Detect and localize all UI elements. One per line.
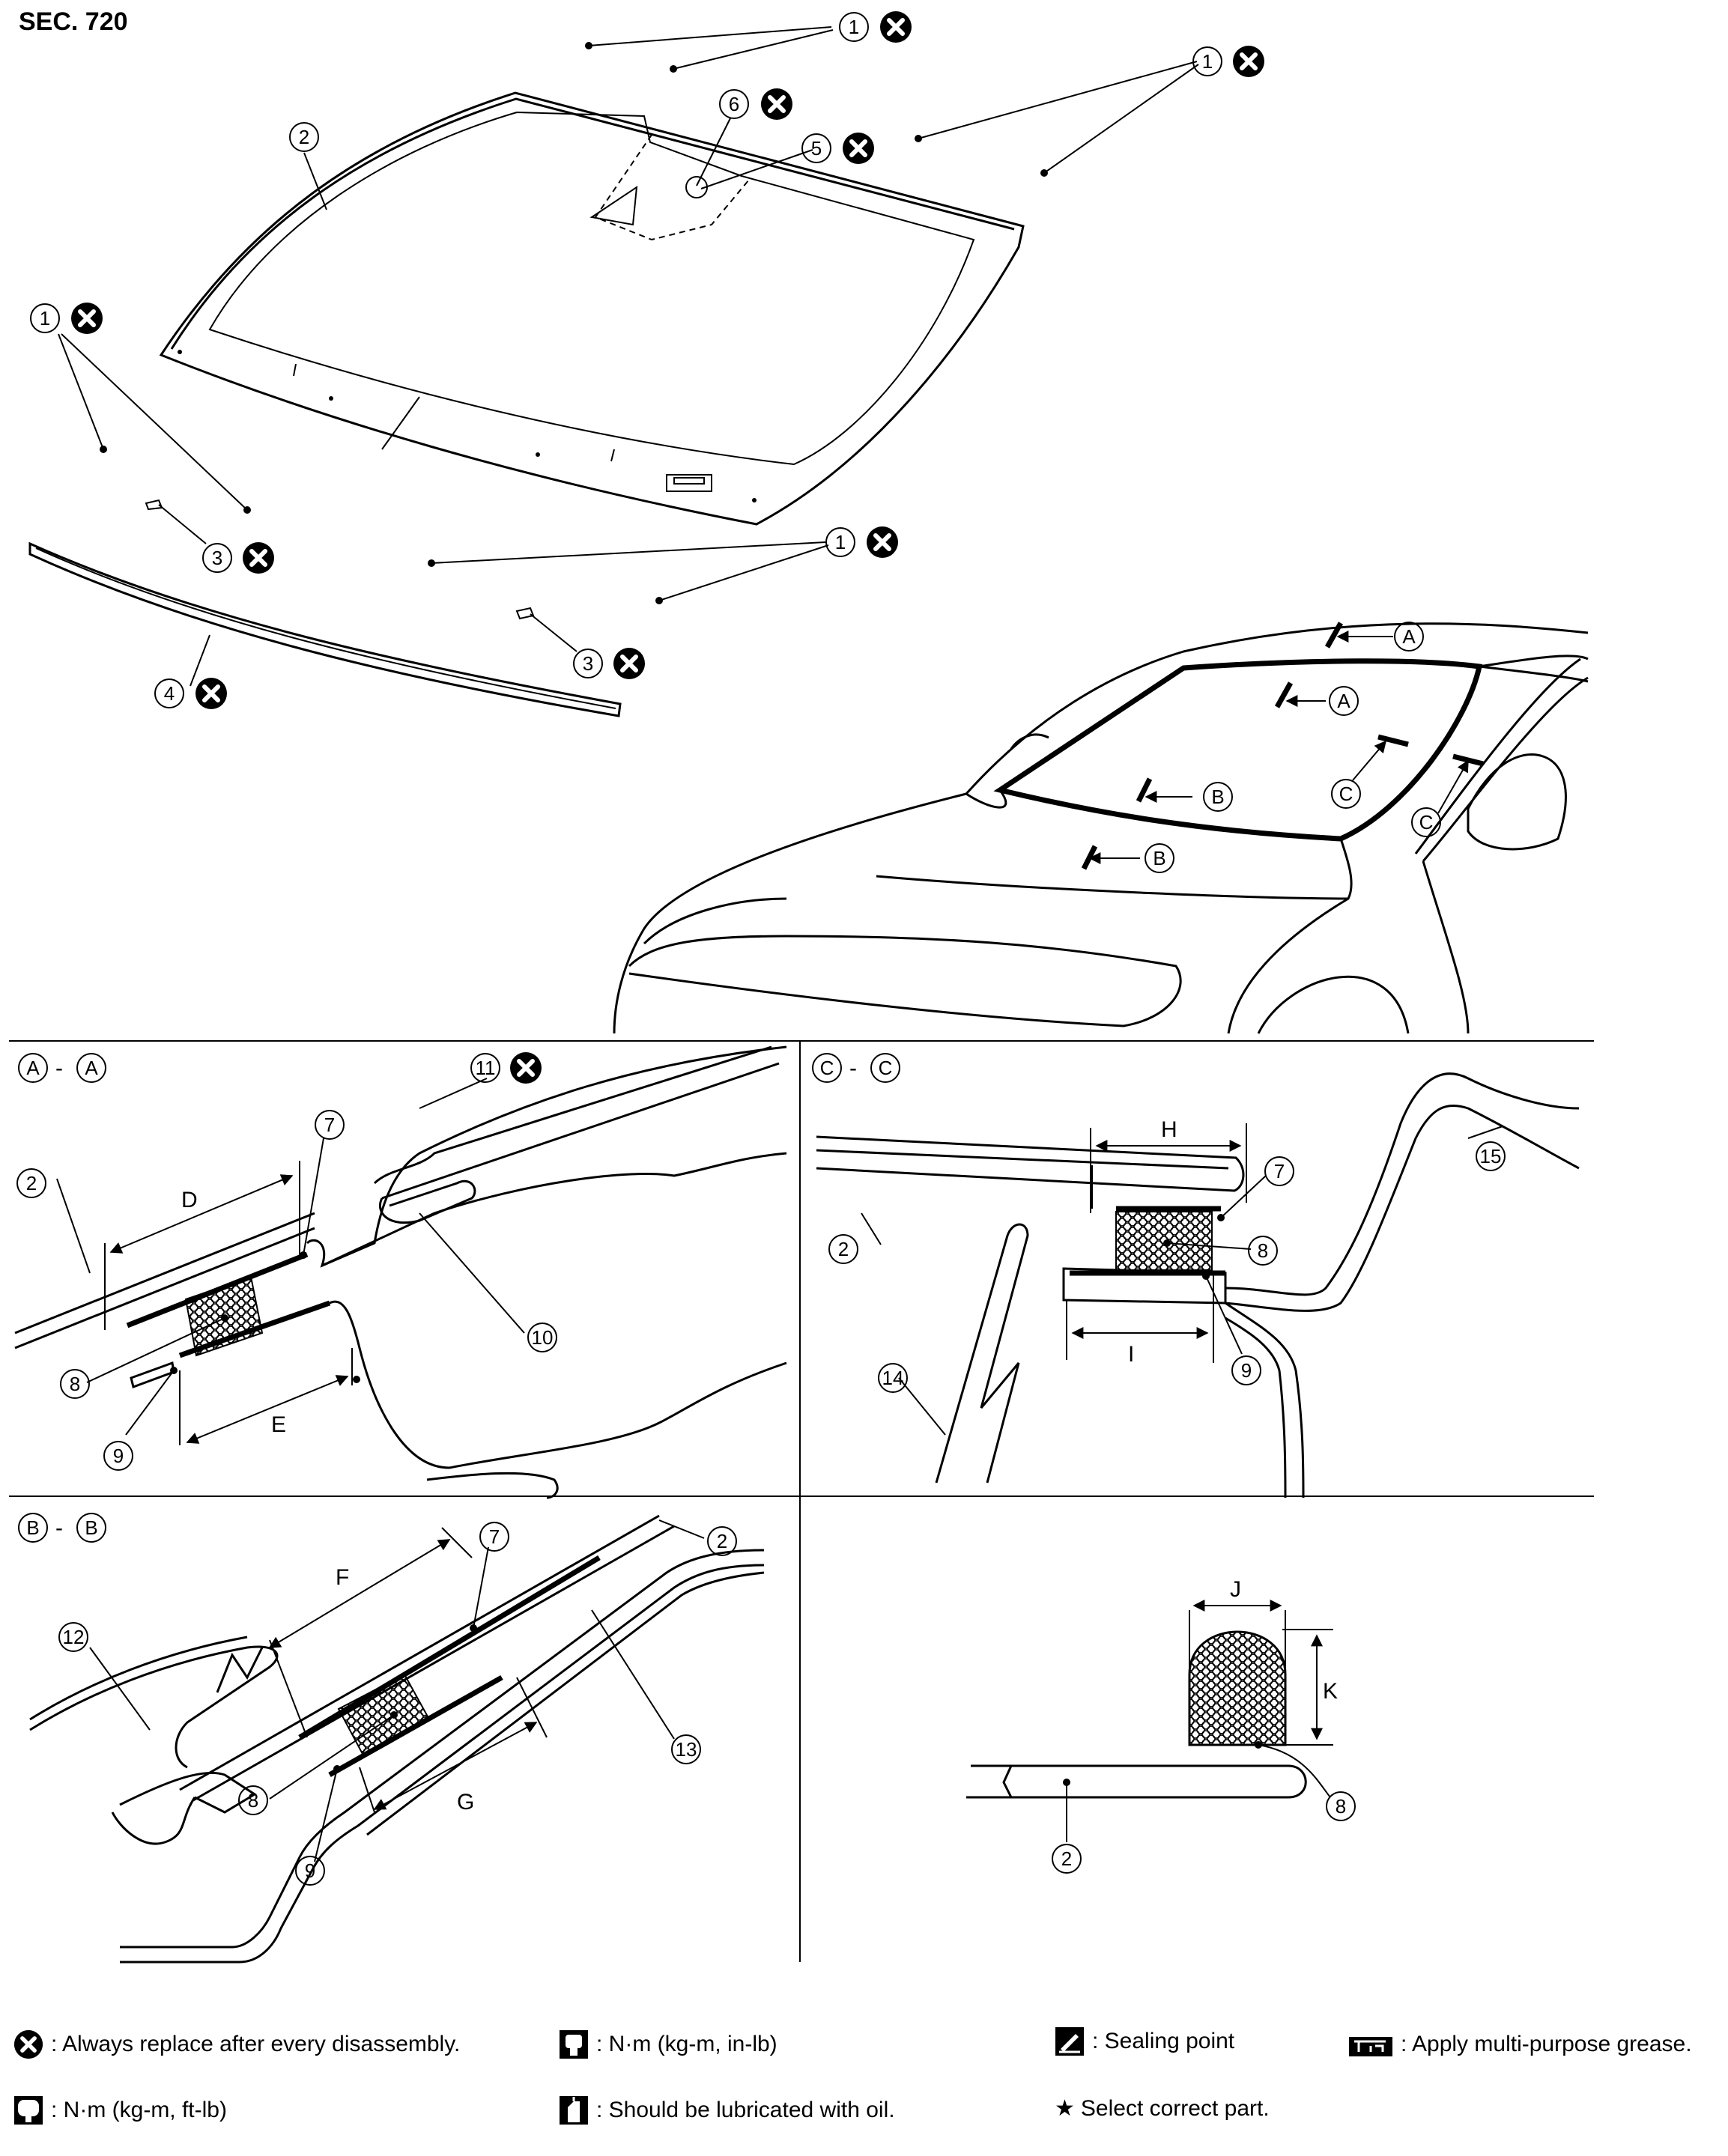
svg-text:15: 15 xyxy=(1480,1145,1502,1167)
svg-text:2: 2 xyxy=(838,1238,849,1260)
svg-text:-: - xyxy=(55,1516,63,1540)
svg-text:A: A xyxy=(85,1057,98,1079)
svg-text:D: D xyxy=(181,1188,198,1212)
svg-text:13: 13 xyxy=(676,1738,697,1761)
star-icon: ★ xyxy=(1055,2096,1075,2121)
legend-select: ★ Select correct part. xyxy=(1055,2095,1270,2122)
svg-text:1: 1 xyxy=(40,307,50,330)
svg-text:-: - xyxy=(849,1056,857,1081)
svg-text:10: 10 xyxy=(532,1326,554,1349)
svg-text:E: E xyxy=(271,1412,286,1437)
legend-torque-in: : N·m (kg-m, in-lb) xyxy=(559,2029,777,2059)
legend-grease-text: : Apply multi-purpose grease. xyxy=(1401,2032,1692,2056)
svg-text:B: B xyxy=(85,1516,97,1539)
legend-grease: : Apply multi-purpose grease. xyxy=(1348,2029,1692,2059)
clip-markers xyxy=(58,26,1199,604)
svg-text:11: 11 xyxy=(476,1057,496,1079)
svg-text:7: 7 xyxy=(489,1525,500,1548)
svg-text:C: C xyxy=(879,1057,893,1079)
svg-text:8: 8 xyxy=(1336,1795,1346,1818)
spacer-clips xyxy=(145,499,577,652)
sealing-icon xyxy=(1055,2027,1084,2056)
svg-text:7: 7 xyxy=(324,1114,335,1136)
svg-text:C: C xyxy=(1339,783,1353,805)
svg-text:3: 3 xyxy=(212,547,222,569)
legend-replace-text: : Always replace after every disassembly… xyxy=(51,2032,461,2056)
svg-text:B: B xyxy=(1211,786,1224,808)
legend-select-text: Select correct part. xyxy=(1080,2095,1270,2121)
svg-text:B: B xyxy=(26,1516,39,1539)
section-label: SEC. 720 xyxy=(19,7,128,36)
car-body-outline xyxy=(613,622,1589,1034)
svg-text:2: 2 xyxy=(26,1172,37,1194)
svg-text:12: 12 xyxy=(63,1626,85,1648)
svg-text:4: 4 xyxy=(164,682,175,705)
legend-torque-ft-text: : N·m (kg-m, ft-lb) xyxy=(51,2098,227,2122)
oil-icon xyxy=(560,2096,588,2125)
svg-text:3: 3 xyxy=(583,652,593,675)
svg-text:8: 8 xyxy=(1258,1239,1268,1262)
svg-text:F: F xyxy=(336,1565,349,1590)
windshield-glass xyxy=(159,91,1025,526)
svg-text:A: A xyxy=(1337,690,1350,712)
svg-text:9: 9 xyxy=(1241,1359,1252,1382)
svg-text:B: B xyxy=(1153,847,1165,869)
svg-text:6: 6 xyxy=(729,93,739,115)
svg-text:8: 8 xyxy=(70,1373,80,1395)
svg-text:1: 1 xyxy=(1202,50,1213,73)
legend-oil: : Should be lubricated with oil. xyxy=(559,2095,895,2125)
legend-torque-in-text: : N·m (kg-m, in-lb) xyxy=(596,2032,777,2056)
legend-sealing: : Sealing point xyxy=(1055,2026,1234,2056)
svg-text:8: 8 xyxy=(248,1789,258,1812)
svg-text:9: 9 xyxy=(113,1445,124,1467)
svg-text:2: 2 xyxy=(299,126,309,148)
section-c-c: C - C H I 7 8 9 2 14 15 xyxy=(812,1053,1580,1498)
legend-oil-text: : Should be lubricated with oil. xyxy=(596,2098,895,2122)
svg-text:7: 7 xyxy=(1274,1160,1285,1182)
svg-text:J: J xyxy=(1230,1577,1241,1602)
section-b-b: B - B F G 7 2 12 8 9 13 xyxy=(18,1513,765,1964)
svg-text:-: - xyxy=(55,1056,63,1081)
svg-text:K: K xyxy=(1323,1679,1338,1704)
legend-torque-ft: : N·m (kg-m, ft-lb) xyxy=(13,2095,227,2125)
svg-text:A: A xyxy=(1402,625,1416,648)
svg-text:A: A xyxy=(26,1057,40,1079)
svg-text:14: 14 xyxy=(882,1367,904,1389)
cowl-top-molding xyxy=(28,541,622,717)
sealant-bead-detail: J K 8 2 xyxy=(966,1577,1356,1874)
svg-text:H: H xyxy=(1161,1117,1177,1142)
top-callouts: 1 1 2 6 5 1 3 1 3 4 xyxy=(30,11,1264,709)
torque-ft-icon xyxy=(14,2096,43,2125)
torque-in-icon xyxy=(560,2030,588,2059)
svg-text:2: 2 xyxy=(1061,1847,1072,1870)
svg-text:9: 9 xyxy=(305,1859,315,1882)
svg-text:1: 1 xyxy=(835,531,846,553)
replace-x-icon xyxy=(13,2029,43,2059)
svg-text:C: C xyxy=(820,1057,834,1079)
svg-text:G: G xyxy=(457,1790,474,1815)
legend-sealing-text: : Sealing point xyxy=(1092,2029,1235,2053)
svg-text:2: 2 xyxy=(717,1530,727,1552)
section-a-a: A - A D E 7 2 8 9 10 11 xyxy=(14,1045,787,1499)
svg-text:1: 1 xyxy=(849,16,859,38)
svg-text:5: 5 xyxy=(811,137,822,160)
svg-text:I: I xyxy=(1128,1342,1134,1367)
section-cut-marks: A A B B C C xyxy=(1081,622,1484,873)
svg-text:C: C xyxy=(1419,811,1434,833)
grease-icon xyxy=(1349,2037,1392,2056)
legend-replace: : Always replace after every disassembly… xyxy=(13,2029,460,2059)
